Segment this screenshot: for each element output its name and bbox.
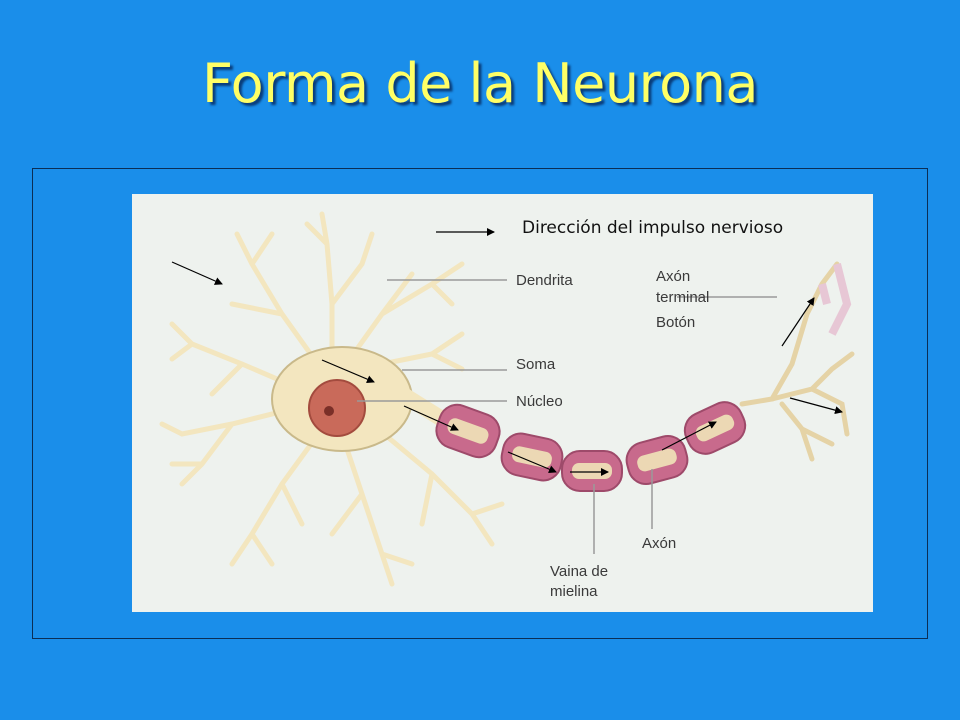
- label-boton: Botón: [656, 314, 695, 331]
- arrow-myelin-3: [661, 421, 717, 451]
- nucleolus-shape: [324, 406, 334, 416]
- label-nucleo: Núcleo: [516, 393, 563, 410]
- axon-terminals: [739, 261, 855, 462]
- label-soma: Soma: [516, 356, 556, 373]
- label-axon-terminal-1: Axón: [656, 268, 690, 285]
- slide-title: Forma de la Neurona: [202, 52, 758, 115]
- leader-lines: [357, 279, 777, 554]
- arrow-soma: [321, 359, 375, 383]
- label-axon-terminal-2: terminal: [656, 289, 709, 306]
- arrow-myelin-1: [507, 451, 557, 473]
- label-dendrita: Dendrita: [516, 272, 573, 289]
- arrow-terminal: [781, 297, 815, 347]
- figure-frame: [32, 168, 928, 639]
- arrow-hillock: [403, 405, 459, 431]
- label-vaina-1: Vaina de: [550, 563, 608, 580]
- nucleus-shape: [308, 379, 366, 437]
- label-vaina-2: mielina: [550, 583, 598, 600]
- arrow-dendrite: [171, 261, 223, 285]
- axon-hillock: [394, 386, 450, 427]
- neuron-figure: Dendrita Axón terminal Botón Soma Núcleo…: [132, 194, 873, 612]
- impulse-direction-label: Dirección del impulso nervioso: [522, 218, 784, 238]
- label-axon: Axón: [642, 535, 676, 552]
- synapse-bulb: [818, 263, 852, 336]
- arrow-boton: [789, 397, 843, 415]
